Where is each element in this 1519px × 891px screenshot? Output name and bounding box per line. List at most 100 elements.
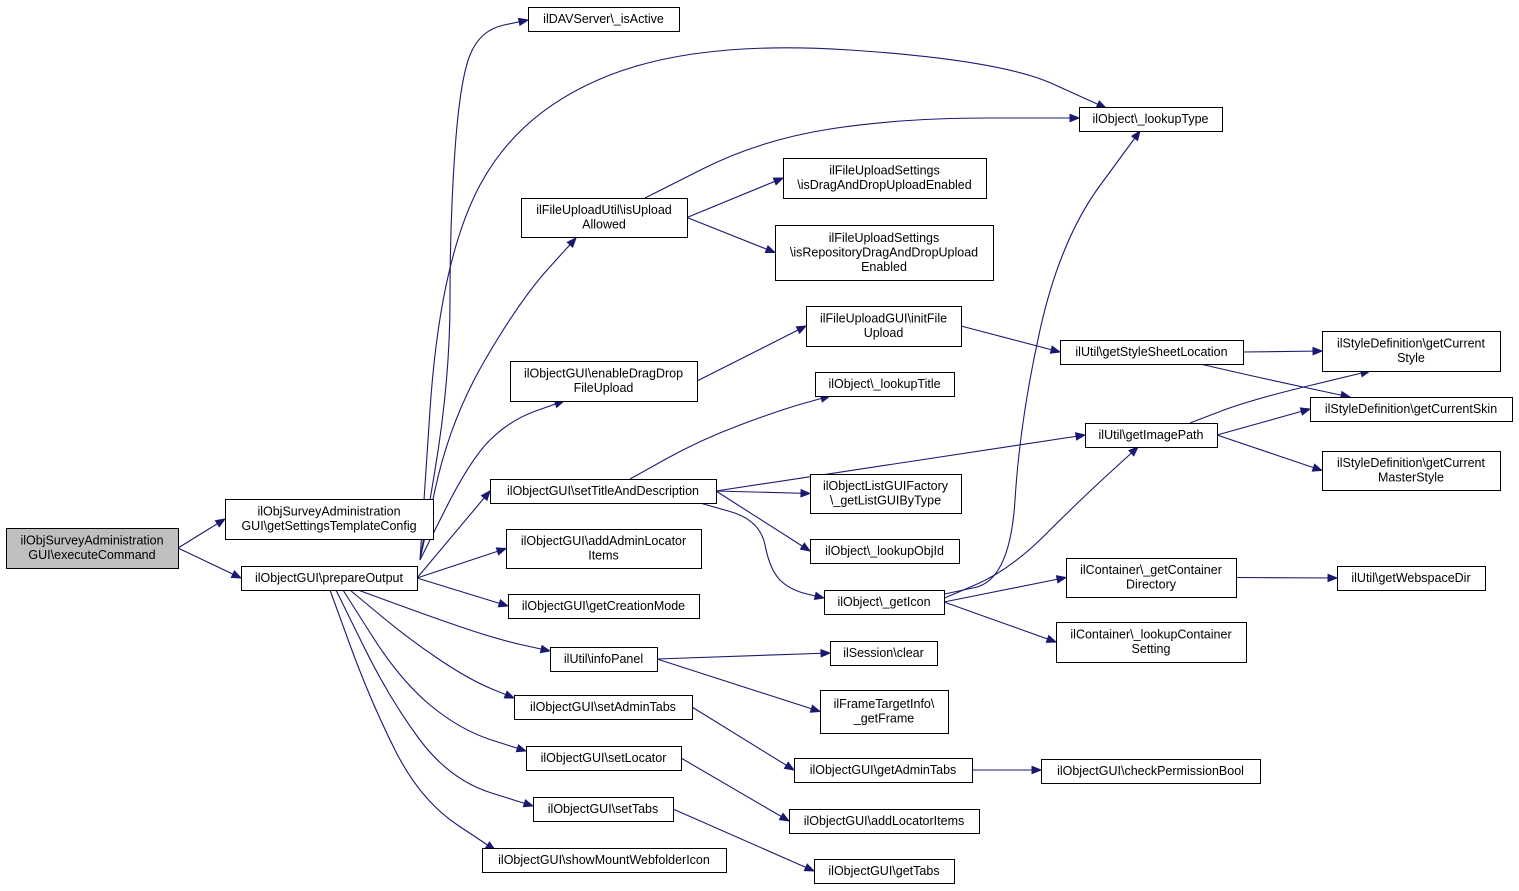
node-webspaceDir[interactable]: ilUtil\getWebspaceDir <box>1337 566 1486 591</box>
node-label: ilUtil\getWebspaceDir <box>1351 571 1470 585</box>
node-setTabs[interactable]: ilObjectGUI\setTabs <box>533 797 674 822</box>
node-frameTarget[interactable]: ilFrameTargetInfo\_getFrame <box>820 690 949 734</box>
node-label: GUI\executeCommand <box>28 548 155 562</box>
edge-arrowhead <box>1095 100 1108 109</box>
node-setAdminTabs[interactable]: ilObjectGUI\setAdminTabs <box>514 695 693 720</box>
node-setTitle[interactable]: ilObjectGUI\setTitleAndDescription <box>490 479 717 504</box>
node-box <box>1079 107 1223 132</box>
node-label: ilDAVServer\_isActive <box>543 12 664 26</box>
edge-infoPanel-to-frameTarget <box>656 658 821 713</box>
edge-getIcon-to-lookupType <box>939 130 1141 596</box>
node-label: ilObjectGUI\prepareOutput <box>255 571 404 585</box>
edge-initFileUpload-to-styleSheet <box>960 325 1061 353</box>
node-label: ilStyleDefinition\getCurrent <box>1337 456 1486 470</box>
node-currentSkin[interactable]: ilStyleDefinition\getCurrentSkin <box>1310 397 1513 422</box>
node-setLocator[interactable]: ilObjectGUI\setLocator <box>526 746 682 771</box>
edge-setTitle-to-lookupObjId <box>715 490 811 552</box>
node-label: ilObjSurveyAdministration <box>257 505 400 519</box>
edge-prepare-to-enableDragDrop <box>419 400 565 561</box>
edge-prepare-to-davActive <box>419 19 529 561</box>
node-creationMode[interactable]: ilObjectGUI\getCreationMode <box>508 594 700 619</box>
edge-arrowhead <box>820 648 832 658</box>
node-box <box>1066 558 1237 598</box>
node-repoDnd[interactable]: ilFileUploadSettings\isRepositoryDragAnd… <box>775 225 994 281</box>
edge-setTitle-to-listGui <box>715 490 811 495</box>
node-label: ilFileUploadSettings <box>829 231 939 245</box>
edge-imagePath-to-currentStyle <box>1189 370 1371 424</box>
node-label: ilUtil\getStyleSheetLocation <box>1075 345 1227 359</box>
node-addLocator[interactable]: ilObjectGUI\addLocatorItems <box>789 809 980 834</box>
edge-getIcon-to-containerDir <box>943 576 1067 603</box>
node-getIcon[interactable]: ilObject\_getIcon <box>824 590 945 615</box>
node-label: ilContainer\_getContainer <box>1080 563 1222 577</box>
node-label: _getFrame <box>853 712 914 726</box>
edge-containerDir-to-webspaceDir <box>1235 576 1338 579</box>
edge-infoPanel-to-sessionClear <box>656 652 831 660</box>
node-imagePath[interactable]: ilUtil\getImagePath <box>1085 423 1218 448</box>
node-checkPerm[interactable]: ilObjectGUI\checkPermissionBool <box>1041 759 1261 784</box>
edge-enableDragDrop-to-initFileUpload <box>696 325 807 382</box>
edge-isUploadAllowed-to-repoDnd <box>686 216 776 254</box>
node-box <box>526 746 682 771</box>
node-box <box>814 859 955 884</box>
node-davActive[interactable]: ilDAVServer\_isActive <box>528 7 680 32</box>
edge-arrowhead <box>783 761 796 771</box>
edge-imagePath-to-currentSkin <box>1216 408 1311 436</box>
node-listGui[interactable]: ilObjectListGUIFactory\_getListGUIByType <box>810 474 962 514</box>
edge-arrowhead <box>214 518 227 528</box>
node-label: Directory <box>1126 578 1177 592</box>
node-infoPanel[interactable]: ilUtil\infoPanel <box>550 647 658 672</box>
node-getTabs[interactable]: ilObjectGUI\getTabs <box>814 859 955 884</box>
node-box <box>820 690 949 734</box>
node-box <box>1041 759 1261 784</box>
node-prepare[interactable]: ilObjectGUI\prepareOutput <box>241 566 418 591</box>
edge-arrowhead <box>778 812 791 822</box>
node-box <box>810 539 960 564</box>
node-box <box>1337 566 1486 591</box>
node-styleSheet[interactable]: ilUtil\getStyleSheetLocation <box>1060 340 1244 365</box>
node-box <box>830 641 938 666</box>
node-label: Style <box>1397 351 1425 365</box>
node-box <box>225 499 434 540</box>
node-dnd[interactable]: ilFileUploadSettings\isDragAndDropUpload… <box>783 158 987 199</box>
node-label: Setting <box>1132 642 1171 656</box>
node-label: ilObjectGUI\setTabs <box>548 802 658 816</box>
node-getAdminTabs[interactable]: ilObjectGUI\getAdminTabs <box>794 758 973 783</box>
edge-prepare-to-creationMode <box>416 577 509 607</box>
node-label: \isDragAndDropUploadEnabled <box>797 178 971 192</box>
edge-arrowhead <box>515 743 528 753</box>
node-box <box>783 158 987 199</box>
edge-arrowhead <box>764 244 777 254</box>
node-label: ilObjSurveyAdministration <box>20 534 163 548</box>
node-box <box>1085 423 1218 448</box>
edge-setTitle-to-imagePath <box>715 434 1086 492</box>
edge-getIcon-to-imagePath <box>939 446 1139 601</box>
edge-arrowhead <box>497 599 510 608</box>
node-box <box>1310 397 1513 422</box>
edge-arrowhead <box>1055 575 1068 584</box>
node-label: ilStyleDefinition\getCurrent <box>1337 337 1486 351</box>
node-getSettings[interactable]: ilObjSurveyAdministrationGUI\getSettings… <box>225 499 434 540</box>
node-lookupObjId[interactable]: ilObject\_lookupObjId <box>810 539 960 564</box>
node-label: ilObjectGUI\checkPermissionBool <box>1057 764 1244 778</box>
node-lookupTitle[interactable]: ilObject\_lookupTitle <box>815 372 955 397</box>
node-label: ilObjectGUI\getCreationMode <box>522 599 685 613</box>
node-sessionClear[interactable]: ilSession\clear <box>830 641 938 666</box>
node-label: ilObjectGUI\showMountWebfolderIcon <box>498 853 710 867</box>
node-lookupType[interactable]: ilObject\_lookupType <box>1079 107 1223 132</box>
node-box <box>1056 622 1247 663</box>
node-box <box>506 529 702 569</box>
node-webfolder[interactable]: ilObjectGUI\showMountWebfolderIcon <box>482 848 727 873</box>
edge-arrowhead <box>1069 113 1081 123</box>
edge-arrowhead <box>1045 634 1058 643</box>
node-label: ilObjectGUI\getTabs <box>828 864 939 878</box>
node-exec[interactable]: ilObjSurveyAdministrationGUI\executeComm… <box>6 528 179 569</box>
